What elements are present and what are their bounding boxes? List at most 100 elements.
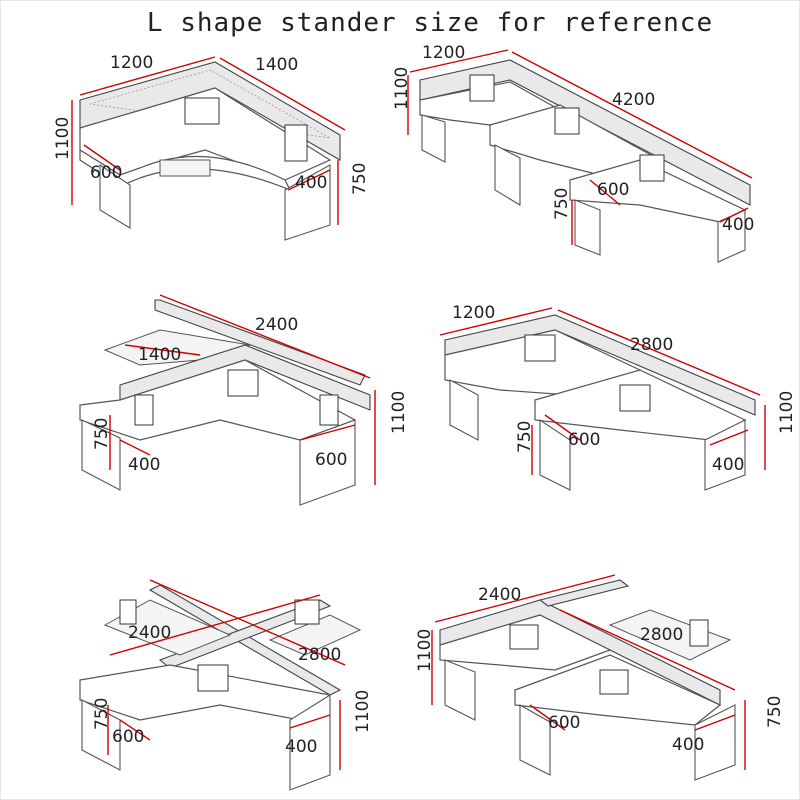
panel-2: 1200 4200 1100 600 750 400	[392, 43, 754, 263]
page-title: L shape stander size for reference	[146, 8, 714, 38]
panel-2-label-400: 400	[722, 215, 754, 235]
panel-4-leg-c	[704, 419, 746, 491]
panel-1: 1200 1400 1100 600 400 750	[53, 53, 370, 241]
panel-6-dim-2800	[559, 609, 736, 691]
panel-2-label-1100: 1100	[392, 67, 412, 110]
panel-4-dim-400	[709, 429, 749, 446]
panel-6-leg-c	[694, 704, 736, 781]
panel-3-dim-600	[299, 424, 356, 441]
panel-6-monitor-a	[509, 624, 539, 650]
panel-4-label-1100: 1100	[777, 391, 797, 434]
panel-6-desk-back-right	[608, 609, 732, 661]
panel-1-label-1100: 1100	[53, 117, 73, 160]
panel-4-label-750: 750	[515, 421, 535, 453]
panel-5-file-box	[119, 599, 137, 625]
panel-2-leg-a	[421, 114, 446, 163]
panel-5-label-750: 750	[92, 698, 112, 730]
panel-6-dim-600	[529, 704, 566, 731]
panel-4-dim-2800	[557, 309, 761, 396]
panel-6-file-box	[689, 619, 709, 647]
panel-5-label-600: 600	[112, 727, 144, 747]
panel-6-label-1100: 1100	[415, 629, 435, 672]
panel-6-label-400: 400	[672, 735, 704, 755]
panel-2-label-600: 600	[597, 180, 629, 200]
panel-1-label-600: 600	[90, 163, 122, 183]
panel-5-label-2400: 2400	[128, 623, 171, 643]
panel-6-label-750: 750	[765, 696, 785, 728]
panel-4: 1200 2800 750 600 400 1100	[439, 303, 797, 491]
panel-5-dim-600	[119, 719, 151, 741]
panel-3-label-2400: 2400	[255, 315, 298, 335]
panel-5-monitor-back	[294, 599, 320, 625]
panel-6-dim-400	[694, 714, 736, 731]
panel-6-label-2800: 2800	[640, 625, 683, 645]
panel-5-label-1100: 1100	[353, 690, 373, 733]
panel-2-leg-b	[494, 144, 521, 206]
panel-2-monitor-b	[554, 107, 580, 135]
panel-2-dim-1200	[409, 49, 509, 73]
panel-6-partition-back	[538, 579, 630, 607]
panel-4-leg-a	[449, 379, 479, 441]
panel-3-dim-2400	[159, 294, 371, 379]
panel-4-label-1200: 1200	[452, 303, 495, 323]
panel-2-leg-c	[574, 199, 601, 256]
panel-2-dim-400	[719, 207, 749, 223]
panel-3-label-1100: 1100	[389, 391, 409, 434]
panel-3-dim-400	[119, 439, 151, 456]
panel-5-desktop	[79, 664, 332, 721]
panel-1-dim-600	[83, 144, 121, 171]
panel-1-label-400: 400	[295, 173, 327, 193]
panel-2-label-750: 750	[552, 188, 572, 220]
panel-1-dim-1200	[79, 56, 216, 96]
panel-4-dim-1200	[439, 307, 553, 336]
panel-5-label-400: 400	[285, 737, 317, 757]
panel-4-monitor-a	[524, 334, 556, 362]
panel-2-label-4200: 4200	[612, 90, 655, 110]
panel-1-leg-right	[284, 164, 331, 241]
panel-6-monitor-b	[599, 669, 629, 695]
panel-6-leg-b	[519, 704, 551, 776]
panel-4-leg-b	[539, 418, 571, 491]
panel-1-dim-1400	[219, 57, 346, 131]
panel-3: 2400 1400 750 400 600 1100	[79, 294, 409, 506]
panel-3-label-400: 400	[128, 455, 160, 475]
panel-5-dim-2800	[149, 579, 346, 666]
panel-6: 2400 2800 1100 600 400 750	[415, 574, 785, 781]
panel-1-file-box	[284, 124, 308, 162]
panel-5: 2400 2800 750 600 400 1100	[79, 579, 373, 791]
panel-1-leg-left	[99, 163, 131, 229]
panel-2-monitor-a	[469, 74, 495, 102]
panel-1-label-750: 750	[350, 163, 370, 195]
panel-1-label-1400: 1400	[255, 55, 298, 75]
panel-5-monitor	[197, 664, 229, 692]
panel-2-label-1200: 1200	[422, 43, 465, 63]
panel-4-label-400: 400	[712, 455, 744, 475]
panel-3-label-1400: 1400	[138, 345, 181, 365]
panel-5-partition-a	[148, 584, 342, 696]
panel-1-glass	[89, 69, 331, 139]
panel-3-file-box-left	[134, 394, 154, 426]
panel-6-leg-a	[444, 659, 476, 721]
panel-2-dim-4200	[511, 51, 753, 179]
panel-3-dim-1400	[124, 344, 201, 356]
panel-2-dim-600	[589, 179, 621, 206]
panel-5-label-2800: 2800	[298, 645, 341, 665]
panel-4-monitor-b	[619, 384, 651, 412]
panel-3-top-partition	[154, 299, 366, 386]
panel-3-file-box	[319, 394, 339, 426]
panel-1-modesty	[159, 159, 211, 177]
panel-3-label-750: 750	[92, 418, 112, 450]
panel-2-monitor-c	[639, 154, 665, 182]
panel-5-dim-2400	[109, 594, 321, 656]
panel-4-label-600: 600	[568, 430, 600, 450]
panel-3-monitor	[227, 369, 259, 397]
panel-6-label-2400: 2400	[478, 585, 521, 605]
panel-4-dim-600	[544, 414, 581, 441]
panel-1-monitor	[184, 97, 220, 125]
panel-3-label-600: 600	[315, 450, 347, 470]
panel-6-dim-2400	[434, 574, 616, 623]
panel-6-label-600: 600	[548, 713, 580, 733]
panel-3-leg-right	[299, 419, 356, 506]
panel-5-dim-400	[289, 714, 331, 729]
